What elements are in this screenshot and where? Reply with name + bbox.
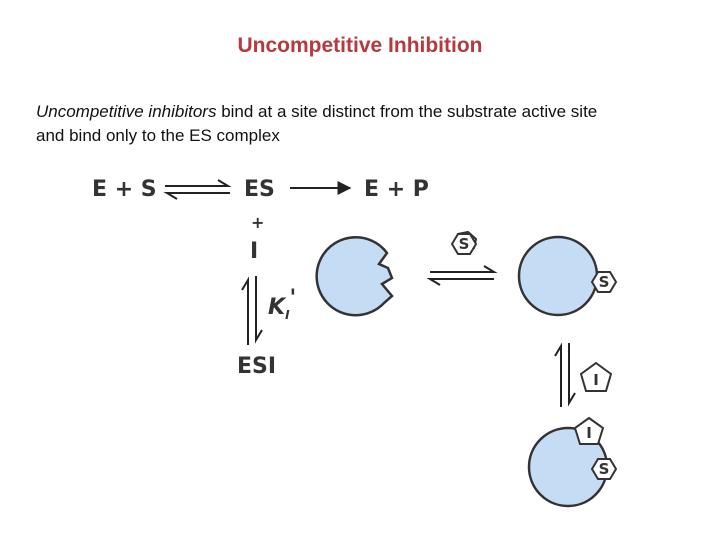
free-inhibitor-label: I — [593, 371, 599, 389]
free-substrate-label: S — [459, 235, 470, 253]
bound-substrate-icon: S — [590, 271, 618, 293]
esi-bound-substrate-icon: S — [590, 458, 618, 480]
es-label: ES — [244, 177, 275, 202]
ki-symbol: K — [268, 295, 287, 320]
es-complex-enzyme-icon — [517, 235, 599, 317]
equilibrium-arrow-es-esi — [241, 276, 263, 345]
e-plus-s-label: E + S — [92, 177, 157, 202]
plus-sign: + — [251, 213, 264, 232]
e-plus-p-label: E + P — [364, 177, 429, 202]
intro-line-1: Uncompetitive inhibitors bind at a site … — [36, 100, 696, 124]
intro-term: Uncompetitive inhibitors — [36, 102, 217, 121]
free-substrate-icon: S — [450, 230, 478, 255]
equilibrium-arrow-inhibitor-binding — [554, 342, 576, 407]
ki-subscript: I — [285, 308, 290, 322]
equilibrium-arrow-substrate-binding — [426, 265, 498, 286]
inhibitor-label: I — [250, 239, 258, 264]
esi-label: ESI — [237, 354, 276, 379]
bound-substrate-label: S — [599, 273, 610, 291]
esi-bound-substrate-label: S — [599, 460, 610, 478]
equilibrium-arrow-e-es — [163, 179, 232, 200]
ki-prime-constant: KI' — [268, 286, 296, 322]
bound-inhibitor-icon: I — [573, 416, 605, 445]
free-inhibitor-icon: I — [579, 361, 613, 392]
free-enzyme-icon — [315, 235, 394, 317]
intro-line-1-rest: bind at a site distinct from the substra… — [216, 102, 598, 121]
intro-line-2: and bind only to the ES complex — [36, 126, 280, 145]
slide-title: Uncompetitive Inhibition — [237, 34, 483, 57]
intro-text: Uncompetitive inhibitors bind at a site … — [36, 100, 696, 148]
bound-inhibitor-label: I — [586, 424, 592, 442]
ki-prime: ' — [290, 286, 297, 311]
